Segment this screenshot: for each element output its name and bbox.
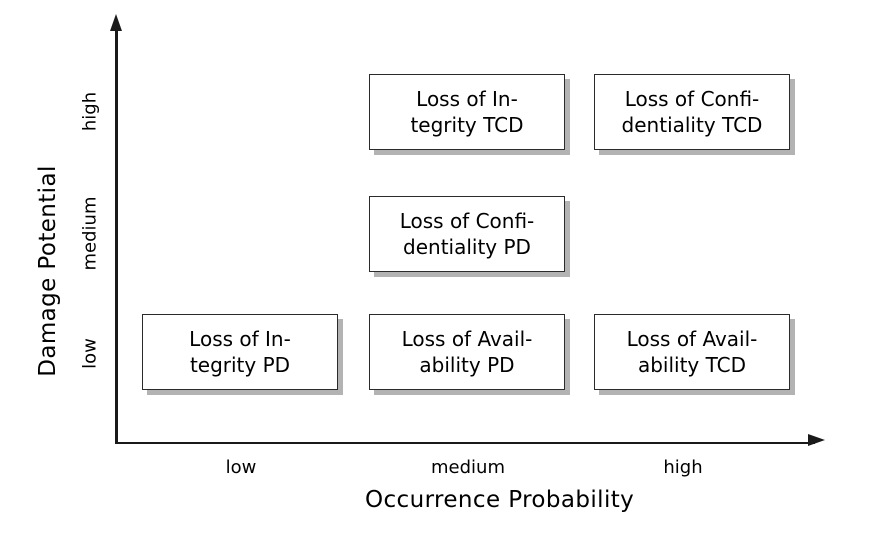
risk-box-label: Loss of Confi- dentiality PD (399, 208, 535, 259)
x-axis-tick-low: low (225, 457, 257, 478)
x-axis-tick-high: high (663, 457, 703, 478)
risk-box-confidentiality-pd: Loss of Confi- dentiality PD (369, 196, 565, 272)
risk-box-integrity-pd: Loss of In- tegrity PD (142, 314, 338, 390)
risk-box-label: Loss of In- tegrity TCD (410, 86, 524, 137)
risk-box-availability-tcd: Loss of Avail- ability TCD (594, 314, 790, 390)
x-axis-line (115, 441, 815, 444)
y-axis-tick-medium: medium (79, 196, 101, 271)
x-axis-title: Occurrence Probability (365, 487, 635, 513)
x-axis-arrow-icon (808, 434, 825, 446)
x-axis-tick-medium: medium (431, 457, 505, 478)
y-axis-arrow-icon (110, 14, 122, 31)
risk-box-integrity-tcd: Loss of In- tegrity TCD (369, 74, 565, 150)
risk-box-label: Loss of Confi- dentiality TCD (621, 86, 763, 137)
risk-box-label: Loss of Avail- ability PD (401, 326, 533, 377)
y-axis-line (115, 28, 118, 444)
y-axis-tick-low: low (79, 338, 101, 369)
y-axis-tick-high: high (79, 91, 101, 132)
y-axis-title: Damage Potential (35, 165, 61, 377)
risk-box-label: Loss of Avail- ability TCD (626, 326, 758, 377)
risk-box-confidentiality-tcd: Loss of Confi- dentiality TCD (594, 74, 790, 150)
risk-box-availability-pd: Loss of Avail- ability PD (369, 314, 565, 390)
risk-box-label: Loss of In- tegrity PD (189, 326, 291, 377)
